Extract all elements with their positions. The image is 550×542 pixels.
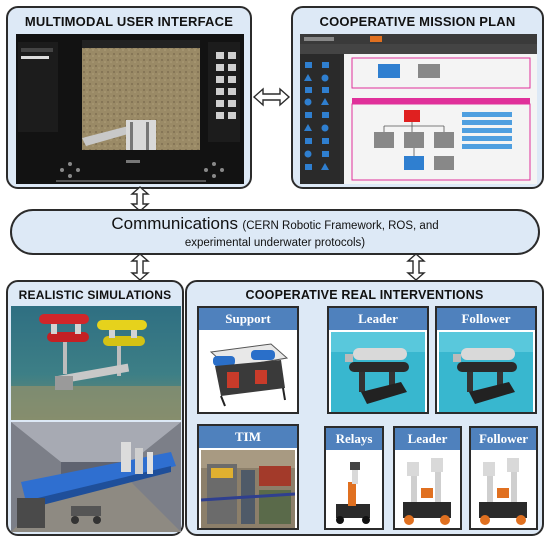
leader-underwater-image: [331, 332, 425, 412]
communications-detail-line1: (CERN Robotic Framework, ROS, and: [242, 220, 439, 232]
tim-box: TIM: [197, 424, 299, 530]
leader-bottom-box: Leader: [393, 426, 462, 530]
support-box: Support: [197, 306, 299, 414]
multimodal-ui-title: MULTIMODAL USER INTERFACE: [24, 14, 234, 29]
tim-tunnel-image: [201, 450, 295, 528]
underwater-simulation-image: [11, 306, 181, 420]
follower-underwater-image: [439, 332, 533, 412]
leader-bottom-header: Leader: [395, 428, 460, 450]
multimodal-ui-panel: MULTIMODAL USER INTERFACE: [6, 6, 252, 189]
follower-ground-robot-image: [473, 452, 534, 528]
leader-top-header: Leader: [329, 308, 427, 330]
real-interventions-panel: COOPERATIVE REAL INTERVENTIONS Support L…: [185, 280, 544, 536]
relays-robot-image: [328, 452, 380, 528]
follower-top-box: Follower: [435, 306, 537, 414]
relays-box: Relays: [324, 426, 384, 530]
tunnel-simulation-image: [11, 422, 181, 532]
follower-bottom-box: Follower: [469, 426, 538, 530]
ui-mission-link-arrow: [252, 87, 291, 107]
mission-plan-title: COOPERATIVE MISSION PLAN: [319, 14, 516, 29]
communications-detail-line2: experimental underwater protocols): [184, 237, 366, 249]
mission-plan-image: [300, 34, 537, 184]
follower-top-header: Follower: [437, 308, 535, 330]
comm-sim-link-arrow: [130, 253, 150, 281]
ui-screenshot-image: [16, 34, 244, 184]
simulations-title: REALISTIC SIMULATIONS: [18, 288, 172, 302]
support-robot-image: [201, 332, 295, 412]
communications-label: Communications: [111, 214, 238, 233]
support-header: Support: [199, 308, 297, 330]
mission-plan-panel: COOPERATIVE MISSION PLAN: [291, 6, 544, 189]
follower-bottom-header: Follower: [471, 428, 536, 450]
real-interventions-title: COOPERATIVE REAL INTERVENTIONS: [245, 288, 484, 302]
leader-top-box: Leader: [327, 306, 429, 414]
communications-box: Communications (CERN Robotic Framework, …: [10, 209, 540, 255]
relays-header: Relays: [326, 428, 382, 450]
simulations-panel: REALISTIC SIMULATIONS: [6, 280, 184, 536]
leader-ground-robot-image: [397, 452, 458, 528]
tim-header: TIM: [199, 426, 297, 448]
comm-real-link-arrow: [406, 253, 426, 281]
